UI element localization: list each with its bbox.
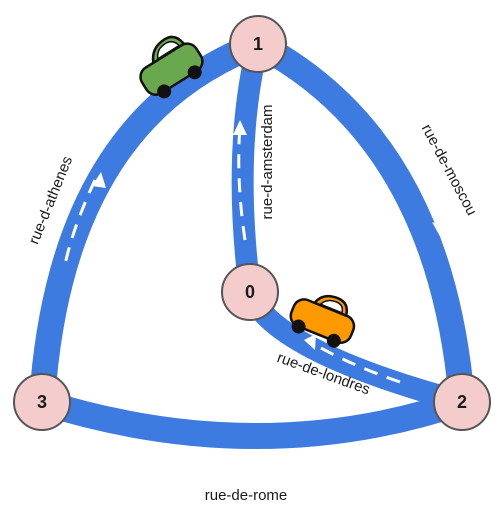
node-2-label: 2 [457, 392, 467, 412]
arrow-rue-d-athenes-icon [92, 172, 106, 188]
road-rue-de-rome [29, 389, 475, 449]
car-green-icon [139, 35, 204, 99]
direction-arrows [92, 120, 448, 469]
node-0: 0 [221, 263, 279, 321]
node-1: 1 [229, 15, 287, 73]
lane-rue-de-londres [309, 340, 401, 384]
lane-rue-d-athenes [63, 179, 97, 266]
road-rue-d-athenes [29, 31, 271, 415]
node-3: 3 [13, 373, 71, 431]
car-orange-icon [289, 294, 356, 348]
arrow-rue-de-rome-icon [200, 455, 212, 469]
lane-rue-d-amsterdam [237, 124, 247, 241]
lane-rue-de-rome [204, 453, 301, 464]
lane-rue-de-moscou [393, 114, 442, 231]
label-rue-de-rome: rue-de-rome [205, 487, 288, 504]
arrow-rue-de-moscou-icon [432, 222, 448, 240]
arrow-rue-d-amsterdam-icon [233, 120, 247, 135]
arrow-rue-de-londres-icon [304, 334, 316, 350]
node-1-label: 1 [253, 34, 263, 54]
label-rue-de-moscou: rue-de-moscou [418, 121, 480, 218]
road-rue-d-amsterdam [231, 33, 269, 303]
node-3-label: 3 [37, 392, 47, 412]
label-rue-d-amsterdam: rue-d-amsterdam [259, 104, 276, 219]
node-2: 2 [433, 373, 491, 431]
road-rue-de-moscou [245, 31, 475, 415]
lane-markings [63, 114, 442, 464]
node-0-label: 0 [245, 282, 255, 302]
roads [29, 31, 475, 449]
